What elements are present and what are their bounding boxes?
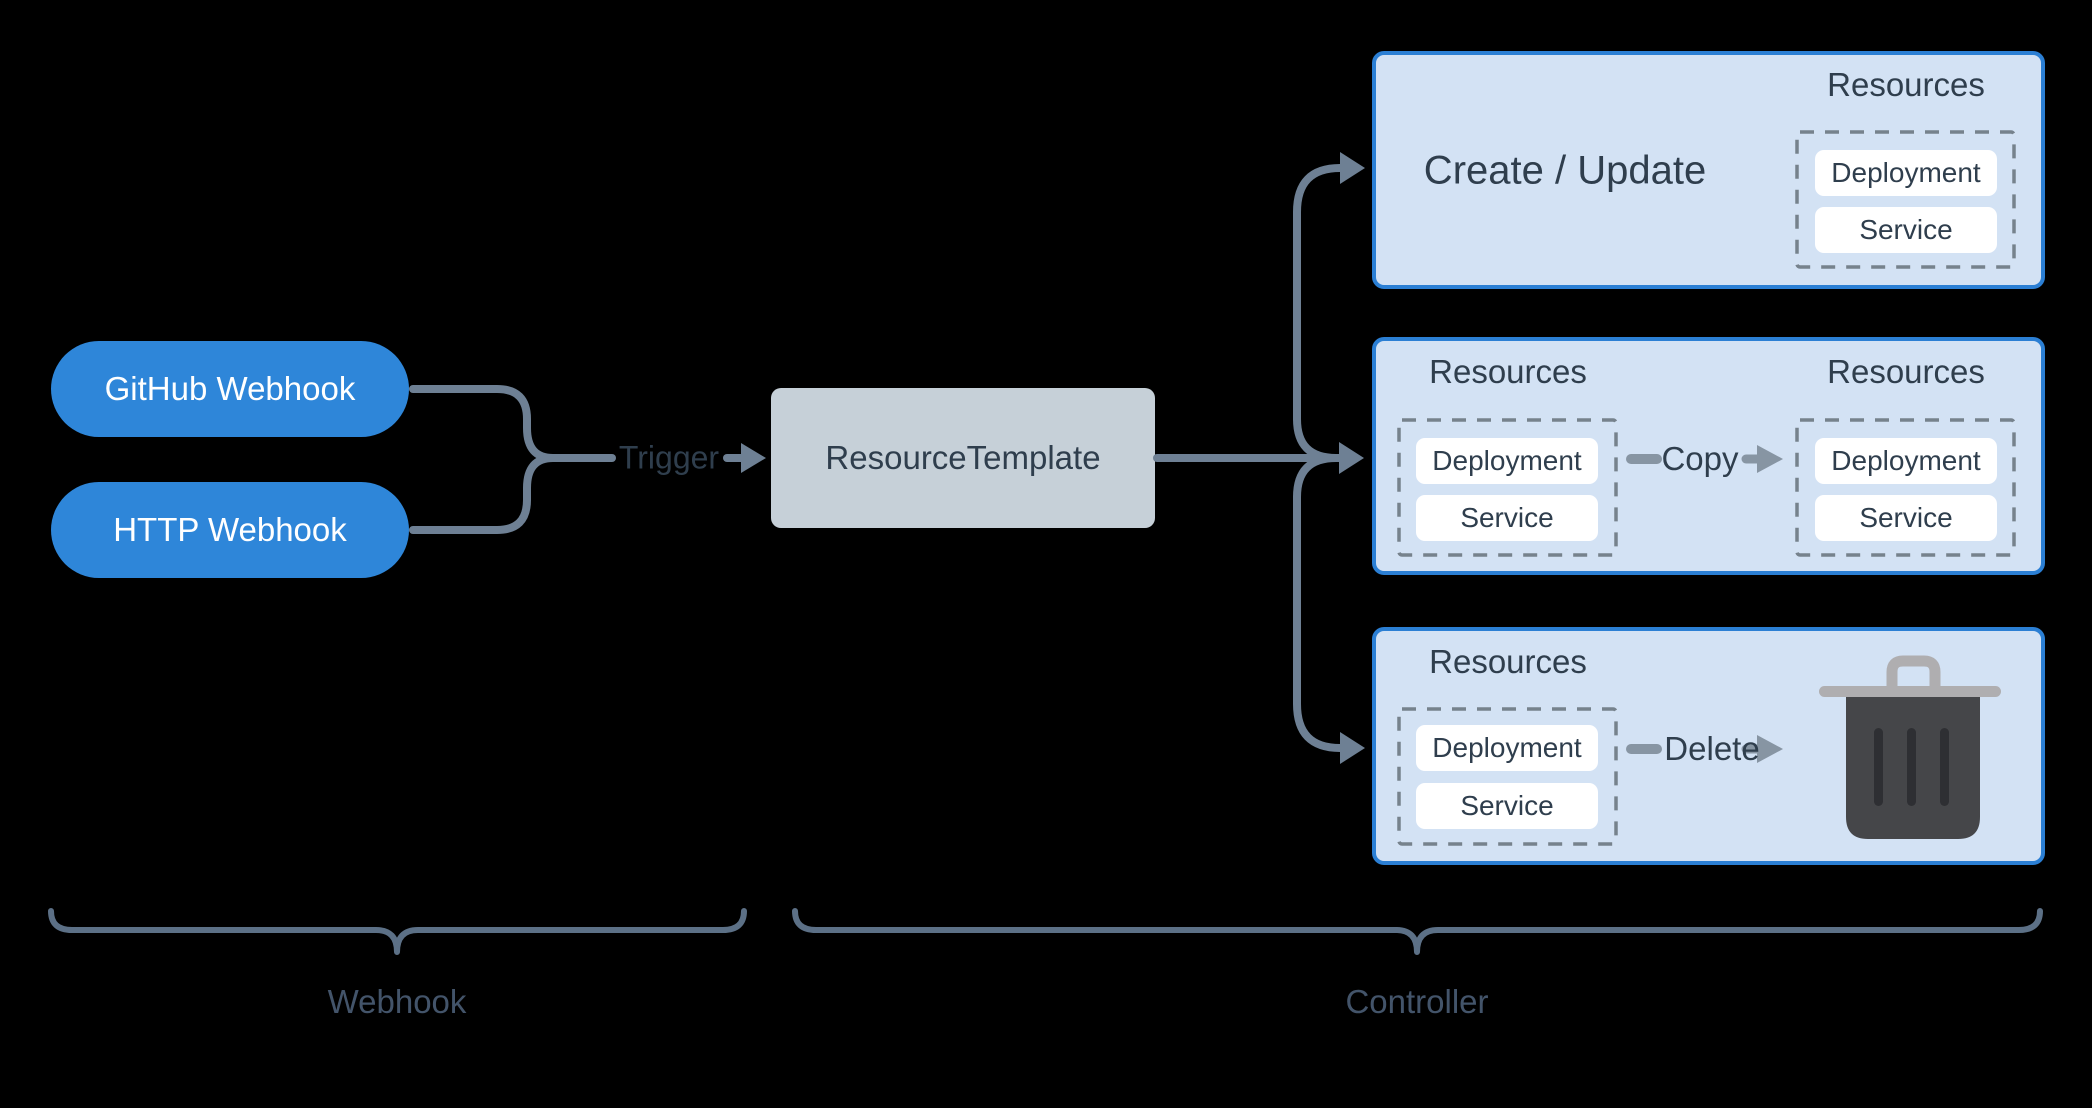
copy-branch-arrow-right-icon [1339, 442, 1364, 474]
resource-group-borders [1397, 130, 2016, 846]
http-webhook-label: HTTP Webhook [113, 511, 347, 548]
webhook-group-label: Webhook [327, 983, 467, 1020]
trash-icon [1819, 655, 2001, 839]
delete-action-connector [1626, 735, 1783, 763]
merge-connector [409, 385, 745, 534]
resource-chip-service: Service [1815, 495, 1997, 541]
copy-action-label: Copy [1661, 440, 1739, 477]
group-braces [48, 908, 2043, 955]
copy-target-dashed-box [1795, 418, 2016, 557]
resource-chip-deployment: Deployment [1416, 725, 1598, 771]
resource-chip-service: Service [1416, 495, 1598, 541]
branch-connector [1153, 164, 1344, 752]
delete-branch-arrow-right-icon [1340, 732, 1365, 764]
delete-resources-label: Resources [1429, 643, 1587, 680]
copy-source-resources-label: Resources [1429, 353, 1587, 390]
trigger-label: Trigger [618, 439, 720, 476]
controller-brace [792, 908, 2043, 955]
delete-action-label: Delete [1664, 730, 1760, 767]
trigger-arrow-right-icon [741, 443, 766, 473]
create-update-title: Create / Update [1423, 148, 1707, 193]
resource-chip-deployment: Deployment [1416, 438, 1598, 484]
delete-source-dashed-box [1397, 707, 1618, 846]
webhook-brace [48, 908, 747, 955]
resource-chip-service: Service [1416, 783, 1598, 829]
resource-chip-deployment: Deployment [1815, 438, 1997, 484]
resource-chip-deployment: Deployment [1815, 150, 1997, 196]
resource-template-label: ResourceTemplate [825, 439, 1101, 476]
copy-arrow-right-icon [1757, 445, 1783, 473]
resource-template-node: ResourceTemplate [771, 388, 1155, 528]
copy-action-connector [1626, 445, 1783, 473]
create-resources-dashed-box [1795, 130, 2016, 269]
delete-arrow-right-icon [1757, 735, 1783, 763]
github-webhook-node: GitHub Webhook [51, 341, 409, 437]
resource-chip-service: Service [1815, 207, 1997, 253]
http-webhook-node: HTTP Webhook [51, 482, 409, 578]
controller-group-label: Controller [1345, 983, 1489, 1020]
create-resources-label: Resources [1827, 66, 1985, 103]
copy-source-dashed-box [1397, 418, 1618, 557]
create-arrow-right-icon [1340, 152, 1365, 184]
copy-target-resources-label: Resources [1827, 353, 1985, 390]
github-webhook-label: GitHub Webhook [104, 370, 356, 407]
